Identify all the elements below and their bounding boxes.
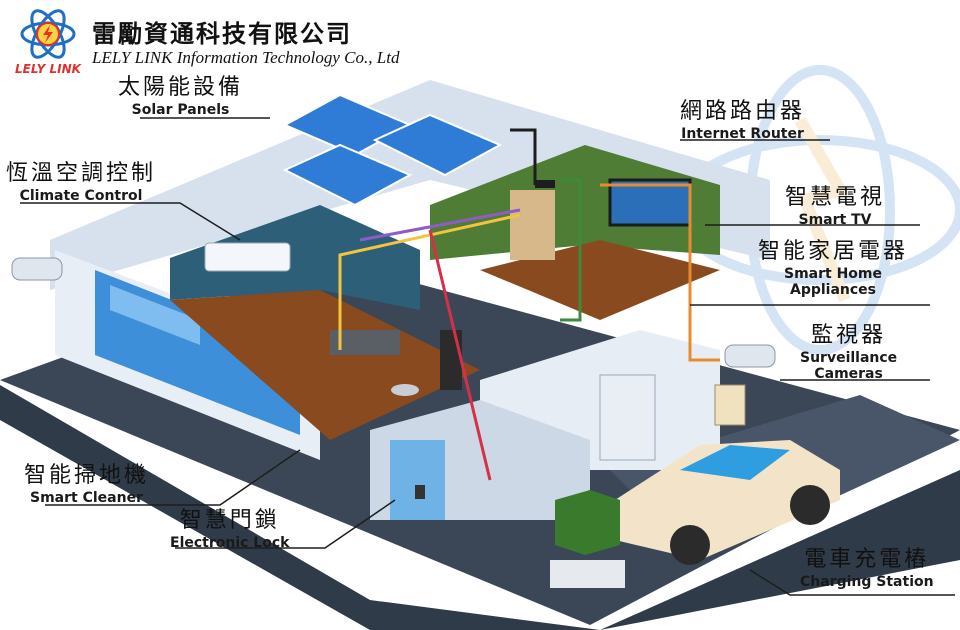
callout-climate-zh: 恆溫空調控制 — [6, 161, 157, 186]
callout-router: 網路路由器 Internet Router — [680, 98, 805, 142]
living-room-floor — [170, 290, 480, 440]
ev-charger-icon — [714, 384, 746, 426]
network-wires — [338, 128, 720, 481]
callout-charger-zh: 電車充電樁 — [804, 547, 930, 572]
electric-car — [615, 440, 840, 565]
callout-solar-zh: 太陽能設備 — [118, 75, 244, 100]
callout-leader-lines — [20, 117, 955, 596]
callout-tv: 智慧電視 Smart TV — [785, 184, 885, 228]
callout-cameras-en-line2: Cameras — [814, 366, 883, 382]
company-name-zh: 雷勵資通科技有限公司 — [92, 19, 352, 48]
callout-charger: 電車充電樁 Charging Station — [800, 546, 934, 590]
callout-tv-en: Smart TV — [798, 212, 872, 228]
office-back-wall — [430, 145, 720, 260]
robot-vacuum-icon — [391, 384, 419, 396]
sofa — [330, 330, 400, 355]
callout-lock-zh: 智慧門鎖 — [179, 508, 280, 533]
tree-planter — [550, 490, 625, 588]
callout-solar-en: Solar Panels — [131, 102, 230, 118]
living-room-back-wall — [170, 205, 420, 310]
callout-cameras-en-line1: Surveillance — [800, 350, 898, 366]
callout-climate-en: Climate Control — [19, 188, 143, 204]
callout-climate: 恆溫空調控制 Climate Control — [6, 160, 156, 204]
speaker — [440, 330, 462, 390]
ground-base — [0, 385, 960, 630]
front-door — [390, 440, 445, 520]
air-conditioner-icon — [204, 242, 291, 272]
lock-icon — [415, 485, 425, 499]
logo-text: LELY LINK — [15, 62, 81, 76]
callout-cameras: 監視器 Surveillance Cameras — [800, 322, 897, 382]
company-name-en: LELY LINK Information Technology Co., Lt… — [92, 48, 400, 67]
callout-appliances-en-line1: Smart Home — [784, 266, 883, 282]
router-icon — [535, 180, 555, 188]
tv-icon — [608, 178, 692, 227]
callout-router-en: Internet Router — [681, 126, 804, 142]
solar-panel-icon — [282, 93, 503, 207]
callout-tv-zh: 智慧電視 — [785, 185, 886, 210]
callout-cleaner-en: Smart Cleaner — [30, 490, 143, 506]
callout-solar: 太陽能設備 Solar Panels — [118, 74, 243, 118]
callout-appliances-zh: 智能家居電器 — [758, 239, 909, 264]
logo-atom-icon — [20, 9, 76, 59]
company-logo: LELY LINK — [8, 4, 88, 80]
fridge — [599, 374, 656, 461]
camera-icon — [11, 257, 776, 368]
callout-cameras-zh: 監視器 — [811, 323, 887, 348]
callout-cleaner-zh: 智能掃地機 — [24, 463, 150, 488]
window-glare — [110, 285, 200, 345]
callout-appliances: 智能家居電器 Smart Home Appliances — [758, 238, 908, 298]
callout-router-zh: 網路路由器 — [680, 99, 806, 124]
callout-appliances-en-line2: Appliances — [789, 282, 877, 298]
callout-lock: 智慧門鎖 Electronic Lock — [170, 507, 289, 551]
callout-charger-en: Charging Station — [800, 574, 934, 590]
callout-cleaner: 智能掃地機 Smart Cleaner — [24, 462, 149, 506]
bookshelf — [510, 190, 555, 260]
callout-lock-en: Electronic Lock — [170, 535, 290, 551]
